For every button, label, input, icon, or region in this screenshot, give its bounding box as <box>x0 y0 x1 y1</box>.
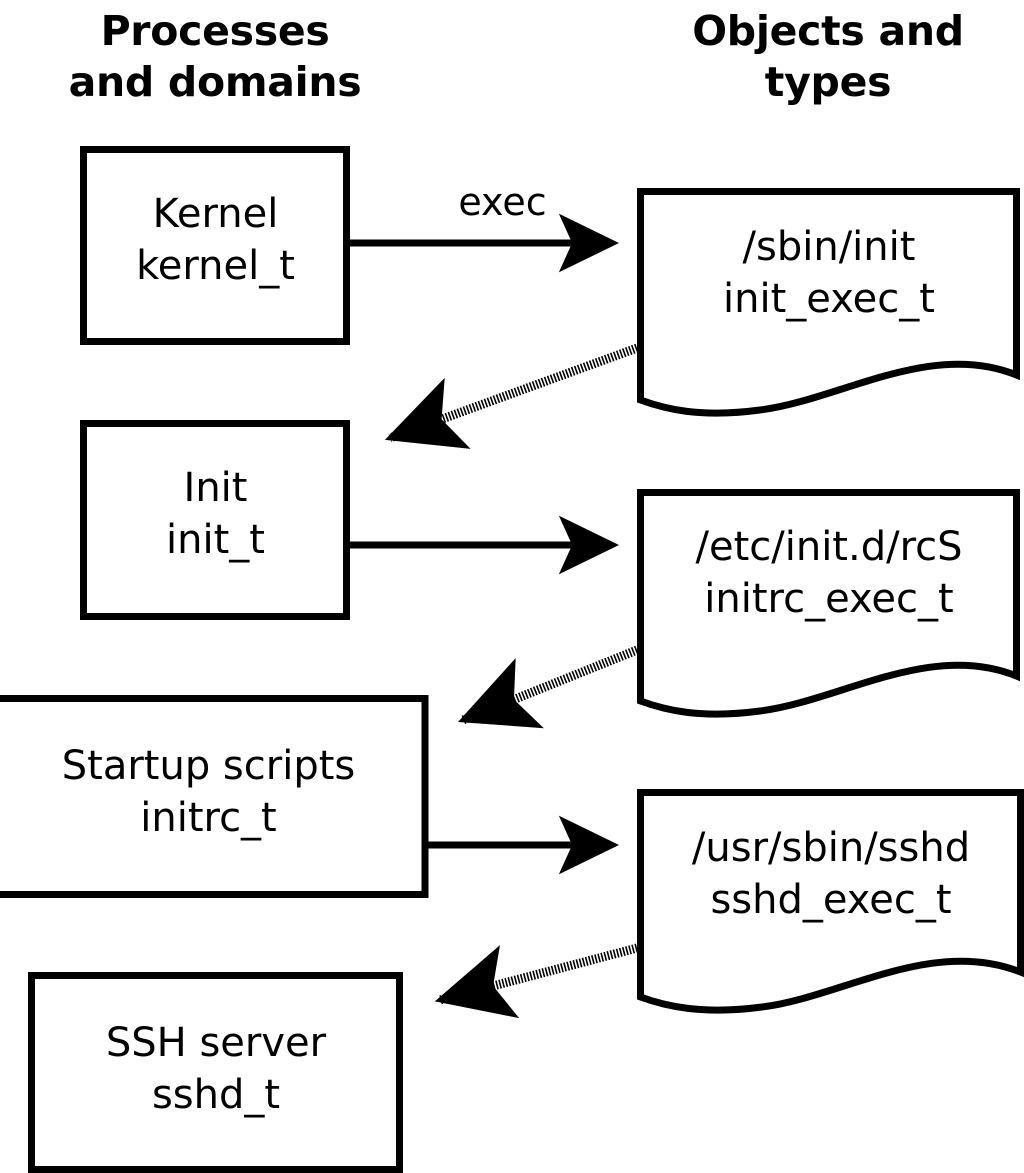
object-node-initrc-exec[interactable] <box>637 489 1020 718</box>
column-title-processes-and-domains: Processes and domains <box>68 7 362 106</box>
column-title-objects-and-types: Objects and types <box>692 7 964 106</box>
edge-initrc-exec-to-initrc <box>457 645 639 729</box>
process-node-initrc[interactable] <box>0 695 429 898</box>
process-node-kernel-box <box>80 146 350 345</box>
process-node-kernel[interactable] <box>80 146 350 345</box>
edge-sshd-exec-to-sshd <box>434 943 639 1019</box>
process-node-init-box <box>80 420 350 620</box>
process-node-initrc-box <box>0 695 429 898</box>
edge-init-exec-to-init <box>384 343 639 449</box>
object-node-initrc-exec-shape <box>637 489 1020 718</box>
object-node-sshd-exec[interactable] <box>637 789 1024 1014</box>
process-node-init[interactable] <box>80 420 350 620</box>
object-node-init-exec[interactable] <box>637 188 1020 417</box>
process-node-sshd[interactable] <box>28 972 403 1173</box>
process-node-sshd-box <box>28 972 403 1173</box>
object-node-sshd-exec-shape <box>637 789 1024 1014</box>
edge-label-exec: exec <box>458 180 547 224</box>
object-node-init-exec-shape <box>637 188 1020 417</box>
